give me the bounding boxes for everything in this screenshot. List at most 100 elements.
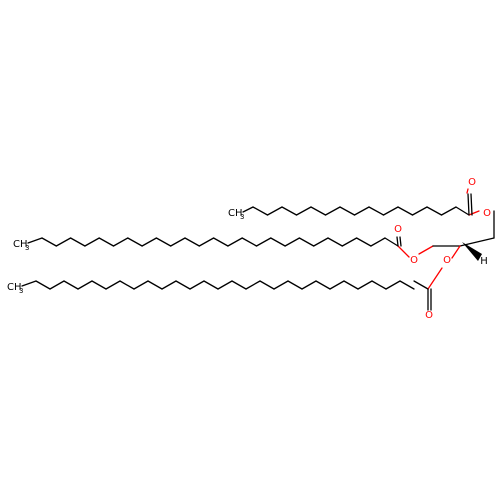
chain1-bond bbox=[252, 206, 269, 216]
chain3-bond bbox=[133, 280, 149, 290]
chain2-bond bbox=[41, 237, 57, 247]
chain1-bond bbox=[426, 206, 443, 216]
subscript-3: 3 bbox=[240, 213, 244, 221]
chain3-bond bbox=[217, 280, 233, 290]
ester-oxygen-3: O bbox=[443, 255, 451, 266]
chain3-bond bbox=[287, 280, 303, 290]
chain2-bond bbox=[84, 237, 100, 247]
chain1-bond bbox=[397, 206, 414, 216]
methyl-label-chain3: CH 3 bbox=[7, 282, 23, 295]
chain2-bond bbox=[270, 237, 286, 247]
chain3-bond bbox=[385, 280, 401, 290]
chain3-bond bbox=[413, 280, 429, 290]
chain1-bond bbox=[324, 206, 341, 216]
chain1-bond bbox=[440, 206, 457, 216]
chain2-bond bbox=[227, 237, 243, 247]
chain3-bond bbox=[329, 280, 345, 290]
carbonyl-bond-2 bbox=[396, 236, 399, 247]
chain2-bond bbox=[241, 237, 258, 247]
chain3-bond bbox=[147, 280, 163, 290]
stereo-wedge-bond bbox=[462, 242, 482, 261]
methyl-label-chain1: CH 3 bbox=[228, 208, 244, 221]
ch-text: CH bbox=[7, 282, 22, 293]
chain3-bond bbox=[301, 280, 317, 290]
subscript-3: 3 bbox=[25, 244, 29, 252]
ester-bond-2 bbox=[418, 245, 434, 255]
chain3-bond bbox=[259, 280, 275, 290]
chain3-bond bbox=[273, 280, 289, 290]
chain2-bond bbox=[327, 237, 343, 247]
chain2-bond bbox=[170, 237, 186, 247]
bond-layer bbox=[21, 188, 495, 311]
chain2-bond bbox=[69, 237, 86, 247]
carbonyl-oxygen-2: O bbox=[394, 224, 402, 235]
chain3-bond bbox=[371, 280, 387, 290]
chain2-bond bbox=[370, 237, 386, 247]
chain1-bond bbox=[382, 206, 399, 216]
chain1-bond bbox=[455, 206, 470, 216]
chain3-bond bbox=[77, 280, 93, 290]
chain1-bond bbox=[266, 206, 283, 216]
chain2-bond bbox=[298, 237, 315, 247]
carbonyl-oxygen-1: O bbox=[468, 177, 476, 188]
chain2-bond bbox=[384, 237, 399, 247]
chain1-bond bbox=[295, 206, 312, 216]
chain2-bond bbox=[55, 237, 72, 247]
chain1-bond bbox=[310, 206, 327, 216]
chain3-bond bbox=[35, 280, 51, 290]
ester-bond-3 bbox=[451, 245, 461, 259]
ester-bond-2 bbox=[397, 245, 410, 258]
chain3-bond bbox=[231, 280, 247, 290]
stereo-hydrogen: H bbox=[480, 256, 488, 267]
ch-text: CH bbox=[228, 208, 243, 219]
chain2-bond bbox=[284, 237, 301, 247]
chain1-bond bbox=[242, 206, 254, 213]
chain3-bond bbox=[357, 280, 373, 290]
chain2-bond bbox=[127, 237, 143, 247]
ester-bond-1 bbox=[468, 210, 480, 216]
carbonyl-bond-2 bbox=[399, 236, 402, 247]
chain3-bond bbox=[203, 280, 219, 290]
chain1-bond bbox=[339, 206, 356, 216]
chain2-bond bbox=[255, 237, 272, 247]
carbonyl-bond-1 bbox=[466, 188, 469, 194]
chain2-bond bbox=[98, 237, 115, 247]
ester-oxygen-1: O bbox=[483, 208, 491, 219]
chain1-bond bbox=[353, 206, 370, 216]
chain2-bond bbox=[355, 237, 372, 247]
chain3-bond bbox=[119, 280, 135, 290]
chain3-bond bbox=[245, 280, 261, 290]
chain2-bond bbox=[184, 237, 200, 247]
carbonyl-bond-1 bbox=[470, 193, 473, 216]
chain3-bond bbox=[161, 280, 177, 290]
chain2-bond bbox=[313, 237, 329, 247]
chain3-bond bbox=[175, 280, 191, 290]
chain3-bond bbox=[399, 280, 415, 290]
chain3-bond bbox=[49, 280, 65, 290]
chain2-bond bbox=[155, 237, 172, 247]
chain3-bond bbox=[21, 280, 37, 287]
chain1-bond bbox=[281, 206, 298, 216]
chain2-bond bbox=[112, 237, 129, 247]
subscript-3: 3 bbox=[19, 287, 23, 295]
chain3-bond bbox=[91, 280, 107, 290]
chain1-bond bbox=[411, 206, 428, 216]
chain3-bond bbox=[343, 280, 359, 290]
chain3-bond bbox=[105, 280, 121, 290]
carbonyl-bond-1 bbox=[467, 193, 470, 216]
ester-bond-3 bbox=[427, 267, 443, 290]
ch-text: CH bbox=[13, 239, 28, 250]
chain2-bond bbox=[141, 237, 158, 247]
ester-oxygen-2: O bbox=[410, 255, 418, 266]
chain3-bond bbox=[315, 280, 331, 290]
chain3-bond bbox=[63, 280, 79, 290]
methyl-label-chain2: CH 3 bbox=[13, 239, 29, 252]
chain2-bond bbox=[341, 237, 358, 247]
carbonyl-oxygen-3: O bbox=[425, 310, 433, 321]
chain2-bond bbox=[212, 237, 229, 247]
chain2-bond bbox=[27, 237, 43, 244]
chain2-bond bbox=[198, 237, 215, 247]
chain3-bond bbox=[189, 280, 205, 290]
